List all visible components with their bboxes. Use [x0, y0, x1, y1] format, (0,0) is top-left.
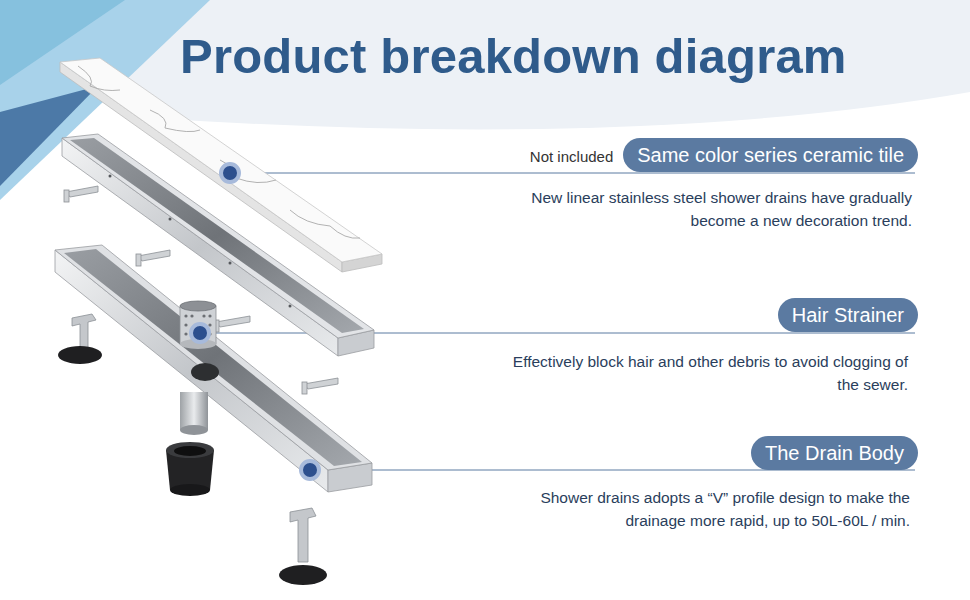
callout-heading: The Drain Body [765, 443, 904, 463]
ceramic-tile-part [60, 62, 342, 272]
ceramic-tile-part [78, 66, 360, 238]
leveling-foot-part [58, 346, 102, 364]
leveling-foot-part [290, 508, 316, 562]
callout-heading: Hair Strainer [792, 305, 904, 325]
mounting-bracket-part [304, 378, 338, 389]
callout-dot [191, 164, 319, 479]
drain-body-part [64, 249, 362, 466]
mounting-bracket-part [216, 316, 250, 327]
drain-body-part [55, 245, 372, 470]
callout-pill: Hair Strainer [778, 298, 918, 332]
hair-strainer-part [180, 301, 216, 311]
rubber-cup-part [166, 442, 214, 458]
grate-tray-part-part [169, 218, 172, 221]
leveling-foot-part [279, 565, 327, 585]
mounting-bracket-part [64, 190, 69, 202]
hair-strainer-part-part [208, 323, 211, 326]
description-text: Effectively block hair and other debris … [493, 350, 908, 396]
ceramic-tile-part [60, 58, 382, 262]
hair-strainer-part-part [184, 332, 187, 335]
callout-pill: Same color series ceramic tile [623, 138, 918, 172]
ceramic-tile-part-part [220, 160, 276, 183]
ceramic-tile-part-part [78, 66, 120, 91]
ceramic-tile [60, 58, 382, 272]
hair-strainer-part [180, 306, 216, 344]
hair-strainer [180, 301, 216, 349]
callout-heading: Same color series ceramic tile [637, 145, 904, 165]
drain-body-part [180, 425, 208, 435]
mounting-bracket-part [302, 382, 307, 394]
callout-dot-part [221, 164, 239, 182]
callout-dot-part [301, 461, 319, 479]
drain-body-part [191, 363, 219, 381]
drain-body-part [180, 392, 208, 430]
rubber-cup-part [174, 446, 206, 456]
grate-tray-part-part [229, 262, 232, 265]
title: Product breakdown diagram [180, 30, 847, 84]
leveling-foot-part [72, 314, 96, 350]
ceramic-tile-part-part [290, 210, 360, 238]
description-text: Shower drains adopts a “V” profile desig… [495, 486, 910, 532]
hair-strainer-part-part [202, 314, 205, 317]
leveling-foot [58, 314, 327, 585]
description-text: New linear stainless steel shower drains… [497, 186, 912, 232]
drain-body [55, 245, 372, 492]
rubber-cup-part [170, 484, 210, 496]
mounting-bracket-part [138, 250, 170, 261]
callout-dot-part [191, 324, 209, 342]
grate-tray-part-part [289, 305, 292, 308]
leader-lines-part [238, 173, 915, 174]
note-text: Not included [530, 145, 613, 168]
hair-strainer-part-part [184, 323, 187, 326]
mounting-bracket-part [66, 186, 98, 197]
ceramic-tile-part-part [150, 110, 200, 132]
hair-strainer-part-part [184, 314, 187, 317]
rubber-cup [166, 442, 214, 496]
hair-strainer-part-part [208, 314, 211, 317]
grate-tray-part-part [109, 175, 112, 178]
callout-pill: The Drain Body [751, 436, 918, 470]
hair-strainer-part-part [190, 314, 193, 317]
mounting-bracket-part [136, 254, 141, 266]
